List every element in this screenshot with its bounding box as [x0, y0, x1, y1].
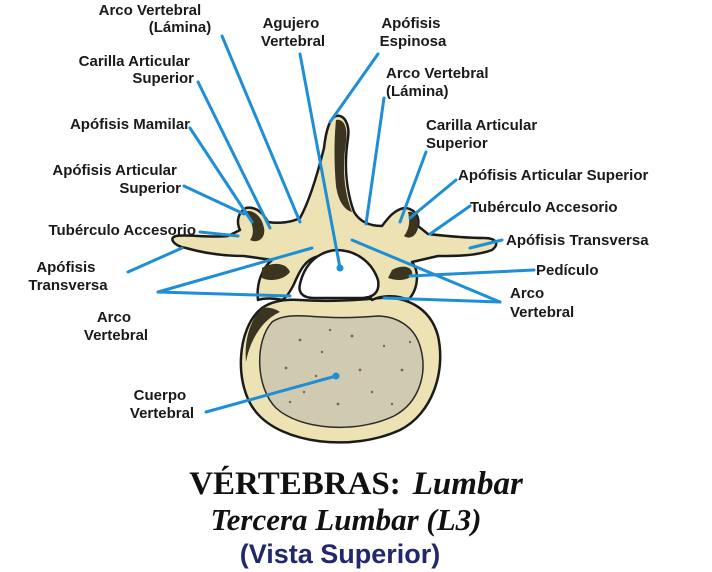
label-tuberculo-accesorio-left: Tubérculo Accesorio — [48, 222, 196, 239]
label-agujero-vertebral: Agujero Vertebral — [261, 15, 325, 50]
leader-lines — [126, 34, 536, 414]
vertebra-illustration — [171, 114, 498, 444]
label-carilla-articular-superior-left: Carilla Articular Superior — [79, 53, 194, 87]
label-pediculo: Pedículo — [536, 262, 599, 279]
pedicle-shadow-right — [388, 266, 413, 280]
pedicle-shadow-left — [262, 263, 290, 280]
title-view: (Vista Superior) — [240, 539, 441, 569]
label-cuerpo-vertebral: Cuerpo Vertebral — [130, 387, 194, 422]
cancellous-texture — [284, 328, 412, 406]
labels: Arco Vertebral (Lámina) Agujero Vertebra… — [28, 2, 649, 422]
title-subtitle: Tercera Lumbar (L3) — [211, 502, 482, 537]
label-apofisis-articular-superior-right: Apófisis Articular Superior — [458, 167, 648, 184]
label-apofisis-articular-superior-left: Apófisis Articular Superior — [52, 162, 181, 197]
body-shadow — [245, 307, 280, 362]
label-tuberculo-accesorio-right: Tubérculo Accesorio — [470, 199, 618, 216]
spinous-shadow — [334, 119, 352, 212]
label-arco-vertebral-right: Arco Vertebral — [510, 285, 574, 321]
label-apofisis-transversa-left: Apófisis Transversa — [28, 259, 108, 294]
label-apofisis-transversa-right: Apófisis Transversa — [506, 232, 649, 249]
facet-shadow-left — [244, 210, 265, 242]
title-main: VÉRTEBRAS: Lumbar — [189, 465, 524, 502]
cancellous-bone — [258, 314, 424, 429]
vertebral-foramen — [298, 248, 380, 300]
label-apofisis-mamilar: Apófisis Mamilar — [70, 116, 190, 133]
label-arco-vertebral-left: Arco Vertebral — [84, 309, 148, 344]
facet-shadow-right — [404, 211, 419, 238]
label-arco-vertebral-lamina-right: Arco Vertebral (Lámina) — [386, 65, 493, 100]
label-carilla-articular-superior-right: Carilla Articular Superior — [426, 117, 541, 152]
label-apofisis-espinosa: Apófisis Espinosa — [380, 15, 447, 50]
title-block: VÉRTEBRAS: Lumbar Tercera Lumbar (L3) (V… — [189, 465, 524, 569]
label-arco-vertebral-lamina-left: Arco Vertebral (Lámina) — [99, 2, 212, 36]
